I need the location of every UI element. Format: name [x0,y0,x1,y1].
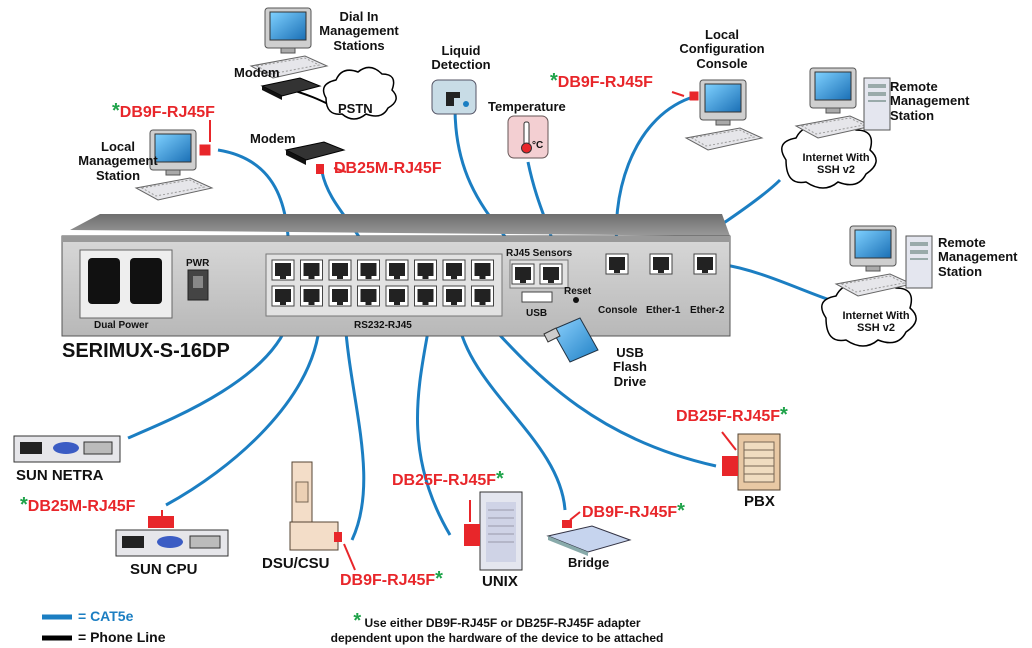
liquid-label: Liquid Detection [431,43,491,73]
remote-mgmt-1-label: Remote Management Station [890,79,970,123]
adapter-sun-cpu: *DB25M-RJ45F [20,494,136,516]
console-port-label: Console [598,305,638,316]
dsu-csu-label: DSU/CSU [262,555,330,572]
serial-port-4[interactable] [357,259,380,281]
pwr-label: PWR [186,258,210,269]
cable-bridge [456,319,567,511]
pbx-label: PBX [744,493,775,510]
serial-port-7[interactable] [442,259,466,281]
liquid-sensor-icon [431,79,477,115]
reset-label: Reset [564,286,592,297]
modem-top-icon [260,77,322,100]
legend-cat5e-label: = CAT5e [78,608,134,624]
remote-tower-2-icon [905,235,933,289]
bridge-label: Bridge [568,555,610,570]
sensor-port-2[interactable] [539,263,563,285]
adapter-console: *DB9F-RJ45F [550,70,653,92]
bridge-icon [546,520,632,556]
footnote-star: * [353,610,362,632]
serial-port-11[interactable] [328,285,352,307]
adapter-local-mgmt: *DB9F-RJ45F [112,100,215,122]
internet-cloud-2 [821,279,917,347]
legend-phone-label: = Phone Line [78,629,166,645]
temperature-label: Temperature [488,99,566,114]
sun-netra-label: SUN NETRA [16,467,104,484]
remote-mgmt-2-label: Remote Management Station [938,235,1018,279]
adapter-bridge: DB9F-RJ45F* [582,500,685,522]
remote-tower-1-icon [863,77,891,131]
ether2-port-label: Ether-2 [690,305,725,316]
sensor-port-1[interactable] [511,263,535,285]
serial-port-15[interactable] [442,285,466,307]
modem-top-label: Modem [234,65,280,80]
usb-flash-label: USB Flash Drive [613,345,647,389]
cable-sun-netra [127,319,291,440]
usb-port-label: USB [526,308,548,319]
serial-port-6[interactable] [414,259,437,281]
remote-station-1-icon [795,67,873,139]
serial-port-1[interactable] [271,259,295,281]
local-config-label: Local Configuration Console [679,27,765,71]
serial-port-12[interactable] [357,285,380,307]
cable-pbx [484,318,717,468]
sun-cpu-icon [115,516,229,557]
adapter-unix: DB25F-RJ45F* [392,468,504,490]
footnote-line-1: Use either DB9F-RJ45F or DB25F-RJ45F ada… [364,616,641,630]
adapter-markers [161,91,737,571]
internet-cloud-1 [781,121,877,189]
cable-dsu [343,319,366,541]
console-port[interactable] [605,253,629,275]
usb-flash-drive-icon [543,317,599,363]
rj45-sensors-label: RJ45 Sensors [506,248,573,259]
footnote-line-2: dependent upon the hardware of the devic… [330,631,664,645]
model-name: SERIMUX-S-16DP [62,340,230,362]
temperature-sensor-icon [507,115,549,159]
cable-ether2 [719,262,831,302]
rs232-label: RS232-RJ45 [354,320,412,331]
serial-port-2[interactable] [300,259,323,281]
modem-mid-label: Modem [250,131,296,146]
serial-port-9[interactable] [271,285,295,307]
modem-mid-icon [284,141,346,174]
dual-power-label: Dual Power [94,320,149,331]
pstn-cloud [322,66,397,120]
ether1-port[interactable] [649,253,673,275]
dial-in-label: Dial In Management Stations [319,9,399,53]
serial-port-8[interactable] [471,259,494,281]
serial-port-14[interactable] [414,285,437,307]
serial-port-10[interactable] [300,285,323,307]
serial-port-16[interactable] [471,285,494,307]
sun-netra-icon [13,435,121,463]
temperature-unit: °C [532,140,544,151]
local-config-console-icon [685,79,763,151]
adapter-modem: DB25M-RJ45F [334,160,442,177]
cable-sun-cpu [165,319,322,507]
footnote: * Use either DB9F-RJ45F or DB25F-RJ45F a… [312,610,682,645]
internet-2-label: Internet With SSH v2 [842,310,910,335]
pstn-label: PSTN [338,101,373,116]
serial-port-5[interactable] [385,259,409,281]
remote-station-2-icon [835,225,913,297]
cable-unix [416,319,452,536]
ether1-port-label: Ether-1 [646,305,681,316]
unix-label: UNIX [482,573,518,590]
adapter-pbx: DB25F-RJ45F* [676,404,788,426]
serial-port-3[interactable] [328,259,352,281]
internet-1-label: Internet With SSH v2 [802,152,870,177]
adapter-dsu: DB9F-RJ45F* [340,568,443,590]
unix-server-icon [464,491,523,571]
dsu-csu-icon [289,461,342,551]
ether2-port[interactable] [693,253,717,275]
serial-port-13[interactable] [385,285,409,307]
pbx-icon [722,433,781,491]
sun-cpu-label: SUN CPU [130,561,198,578]
local-mgmt-label: Local Management Station [78,139,158,183]
